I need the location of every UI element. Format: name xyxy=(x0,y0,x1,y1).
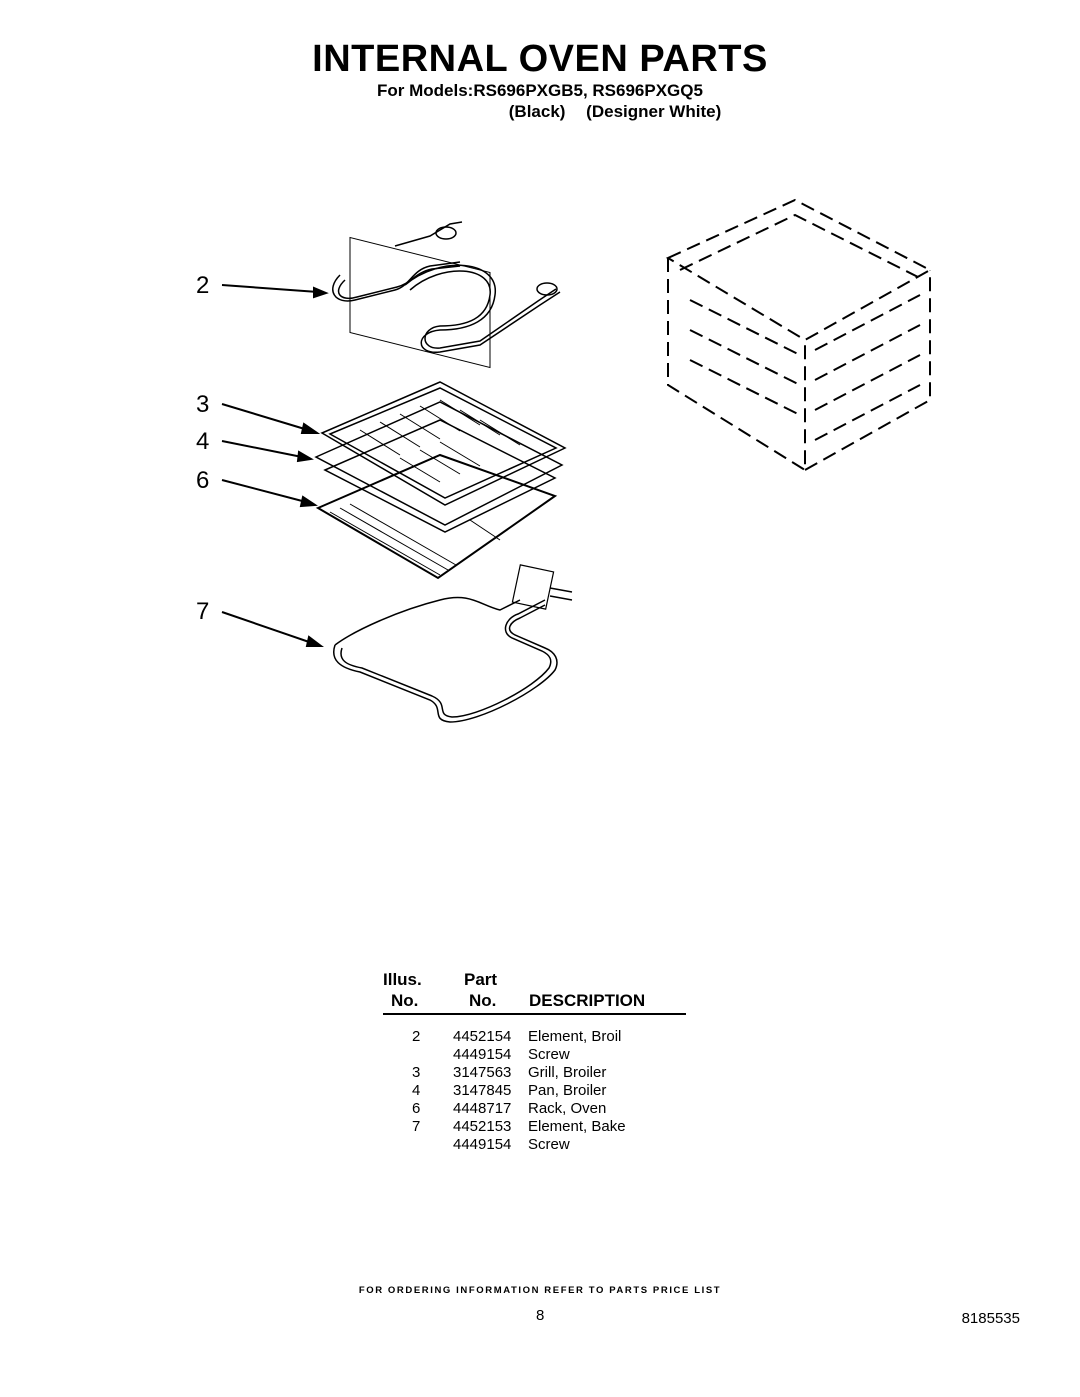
row-part: 4452153 xyxy=(453,1118,512,1135)
broiler-pan-grill-rack-drawing xyxy=(314,381,567,580)
callout-6: 6 xyxy=(196,467,210,494)
color-black-label: (Black) xyxy=(508,102,566,121)
broil-element-drawing xyxy=(332,221,561,369)
row-part: 4452154 xyxy=(453,1028,512,1045)
row-description: Pan, Broiler xyxy=(528,1082,607,1099)
exploded-parts-diagram xyxy=(221,198,933,723)
row-illus: 7 xyxy=(412,1118,421,1135)
header-illus-top: Illus. xyxy=(383,970,422,989)
callout-7: 7 xyxy=(196,598,210,625)
row-part: 4449154 xyxy=(453,1136,512,1153)
document-number: 8185535 xyxy=(961,1310,1020,1327)
leader-arrow-3 xyxy=(221,403,321,434)
color-white-label: (Designer White) xyxy=(586,102,722,121)
row-description: Element, Broil xyxy=(528,1028,622,1045)
leader-arrow-7 xyxy=(221,611,324,647)
header-description: DESCRIPTION xyxy=(529,991,646,1010)
row-description: Grill, Broiler xyxy=(528,1064,607,1081)
leader-arrow-4 xyxy=(221,440,314,463)
row-part: 4449154 xyxy=(453,1046,512,1063)
header-part-bottom: No. xyxy=(469,991,497,1010)
oven-cavity-drawing xyxy=(665,198,933,472)
header-rule xyxy=(383,1013,686,1015)
row-description: Element, Bake xyxy=(528,1118,626,1135)
row-description: Screw xyxy=(528,1136,570,1153)
row-illus: 4 xyxy=(412,1082,421,1099)
callout-3: 3 xyxy=(196,391,210,418)
color-variants: (Black) (Designer White) xyxy=(0,102,1080,122)
row-part: 3147563 xyxy=(453,1064,512,1081)
row-description: Rack, Oven xyxy=(528,1100,607,1117)
bake-element-drawing xyxy=(333,564,573,723)
header-part-top: Part xyxy=(464,970,498,989)
header-illus-bottom: No. xyxy=(391,991,419,1010)
callout-2: 2 xyxy=(196,272,210,299)
row-illus: 6 xyxy=(412,1100,421,1117)
page-number: 8 xyxy=(536,1307,545,1324)
row-illus: 3 xyxy=(412,1064,421,1081)
callout-4: 4 xyxy=(196,428,210,455)
page-title: INTERNAL OVEN PARTS xyxy=(312,38,768,80)
leader-arrow-2 xyxy=(221,284,329,299)
models-line: For Models:RS696PXGB5, RS696PXGQ5 xyxy=(377,81,703,100)
leader-arrow-6 xyxy=(221,479,318,508)
row-illus: 2 xyxy=(412,1028,421,1045)
ordering-note: FOR ORDERING INFORMATION REFER TO PARTS … xyxy=(358,1285,722,1296)
row-description: Screw xyxy=(528,1046,570,1063)
row-part: 4448717 xyxy=(453,1100,512,1117)
row-part: 3147845 xyxy=(453,1082,512,1099)
